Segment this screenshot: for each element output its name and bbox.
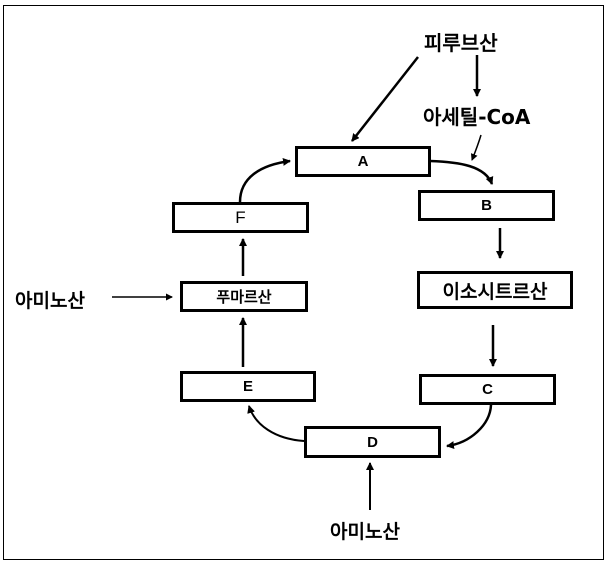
node-b-label: B (481, 197, 492, 214)
node-e-label: E (242, 378, 253, 395)
label-amino-acid-left: 아미노산 (15, 290, 85, 312)
arrow-pyruvate-to-a (351, 56, 419, 142)
arrow-c-to-d (446, 404, 493, 450)
node-e: E (180, 371, 316, 402)
arrow-acetyl-coa-to-cycle (470, 134, 482, 161)
node-b: B (418, 190, 555, 221)
node-a: A (295, 146, 431, 177)
label-amino-acid-bottom: 아미노산 (330, 521, 400, 543)
node-f: F (172, 202, 309, 233)
node-fumarate-label: 푸마르산 (216, 288, 272, 306)
node-isocitrate-label: 이소시트르산 (442, 280, 548, 303)
node-c: C (419, 374, 556, 405)
label-acetyl-coa: 아세틸-CoA (423, 105, 531, 129)
node-fumarate: 푸마르산 (180, 281, 308, 312)
arrow-a-to-b (429, 159, 494, 185)
diagram-frame (3, 5, 604, 560)
label-pyruvate: 피루브산 (424, 31, 498, 55)
arrow-f-to-a (238, 157, 291, 203)
node-a-label: A (357, 153, 369, 170)
arrow-d-to-e (247, 405, 305, 442)
node-d-label: D (367, 433, 378, 451)
node-isocitrate: 이소시트르산 (417, 271, 573, 309)
node-d: D (304, 426, 441, 458)
node-c-label: C (482, 381, 493, 398)
node-f-label: F (235, 207, 246, 227)
